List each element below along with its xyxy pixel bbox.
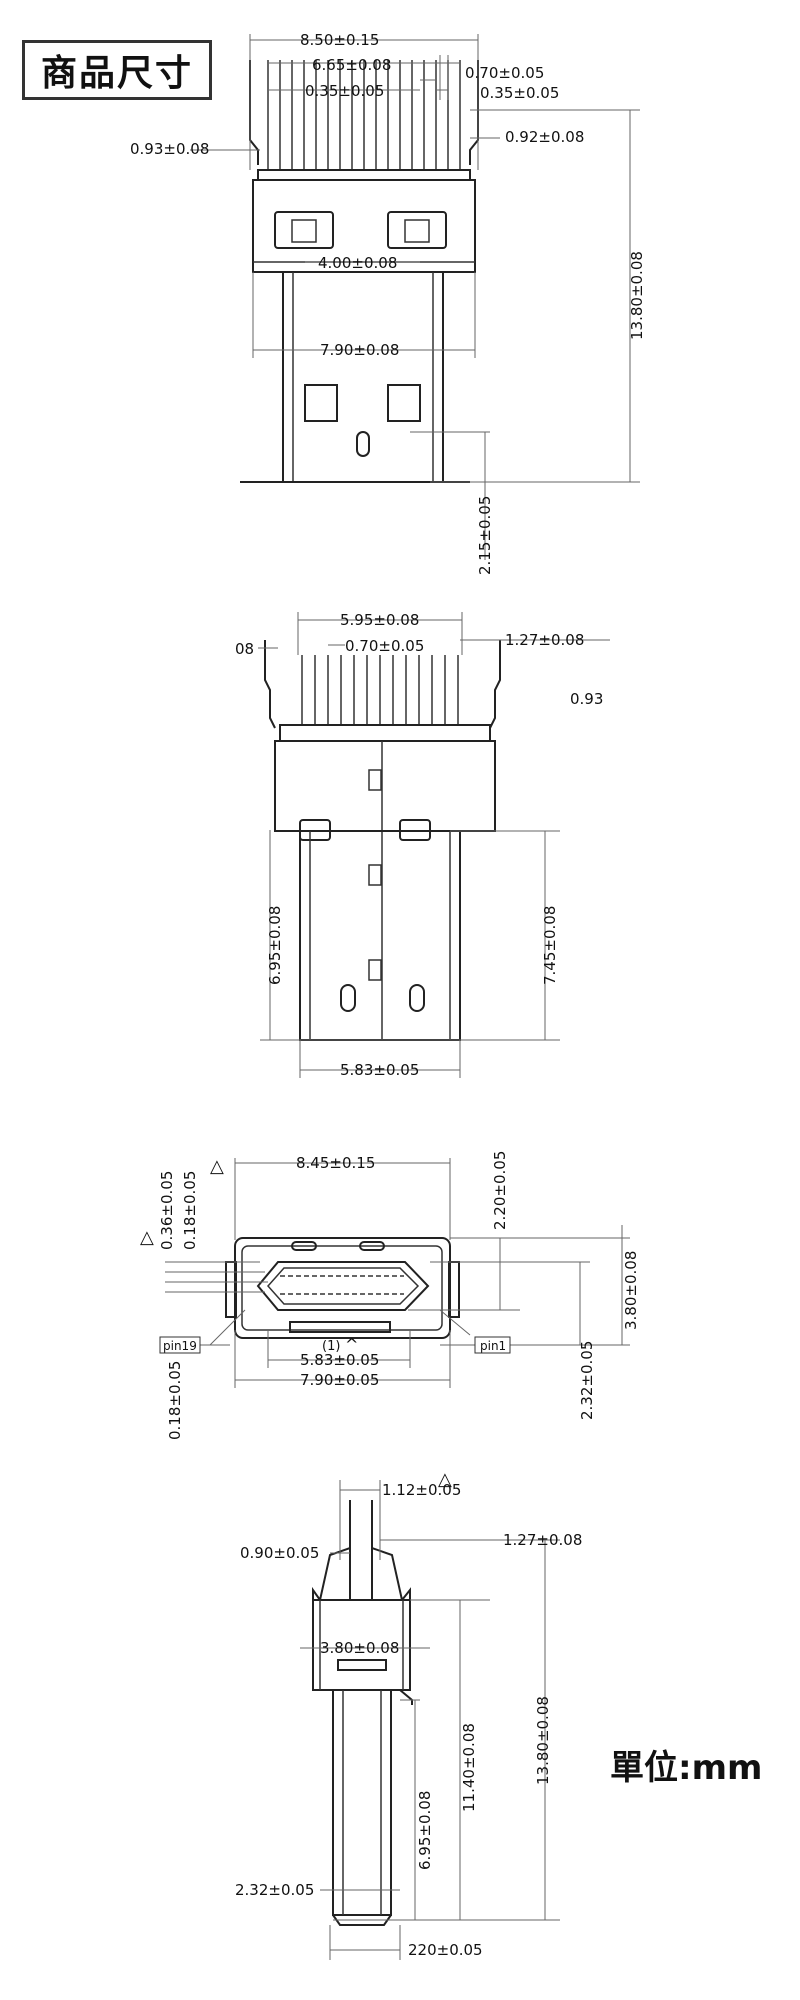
- view1-dim-6-65: 6.65±0.08: [312, 56, 391, 74]
- view4-dim-1-12: 1.12±0.05: [382, 1481, 461, 1499]
- view3-caret-mark: ^: [345, 1335, 358, 1354]
- view4-triangle-mark: △: [438, 1469, 452, 1490]
- view3-dim-5-83: 5.83±0.05: [300, 1351, 379, 1369]
- view3-triangle-mark-top: △: [210, 1156, 224, 1177]
- view1-window-left: [274, 211, 334, 249]
- view3-dim-0-18-top: 0.18±0.05: [181, 1171, 199, 1250]
- view4-side-view: 1.12±0.05 △ 0.90±0.05 1.27±0.08 3.80±0.0…: [235, 1469, 582, 1960]
- view3-mark-1: (1): [322, 1339, 340, 1354]
- view2-dimension-lines: [258, 612, 610, 1078]
- view1-dim-8-50: 8.50±0.15: [300, 31, 379, 49]
- view2-dim-1-27: 1.27±0.08: [505, 631, 584, 649]
- view3-dim-2-20: 2.20±0.05: [491, 1151, 509, 1230]
- view3-dimension-lines: [160, 1158, 630, 1388]
- view1-plug-hole-left: [304, 384, 338, 422]
- view1-dim-4-00: 4.00±0.08: [318, 254, 397, 272]
- view1-plug: [282, 271, 444, 483]
- view1-dim-0-35-left: 0.35±0.05: [305, 82, 384, 100]
- view1-dim-0-70: 0.70±0.05: [465, 64, 544, 82]
- view2-dim-08: 08: [235, 640, 254, 658]
- view3-dim-8-45: 8.45±0.15: [296, 1154, 375, 1172]
- view2-dim-0-70: 0.70±0.05: [345, 637, 424, 655]
- view4-dim-3-80: 3.80±0.08: [320, 1639, 399, 1657]
- view1-top-view: 8.50±0.15 6.65±0.08 0.35±0.05 0.70±0.05 …: [130, 31, 646, 575]
- view3-dim-7-90: 7.90±0.05: [300, 1371, 379, 1389]
- view2-dim-6-95: 6.95±0.08: [266, 906, 284, 985]
- view4-dim-1-27: 1.27±0.08: [503, 1531, 582, 1549]
- view3-front-view: 8.45±0.15 2.20±0.05 3.80±0.08 0.36±0.05 …: [140, 1151, 640, 1440]
- view1-dim-0-35-right: 0.35±0.05: [480, 84, 559, 102]
- view1-plug-hole-right: [387, 384, 421, 422]
- view2-bottom-view: 5.95±0.08 0.70±0.05 1.27±0.08 08 0.93 6.…: [235, 611, 610, 1079]
- view2-shell-body: [274, 740, 496, 832]
- view2-plug: [299, 830, 461, 1041]
- view4-dim-13-80: 13.80±0.08: [534, 1696, 552, 1785]
- view3-contacts: [280, 1275, 404, 1295]
- view4-dim-220: 220±0.05: [408, 1941, 483, 1959]
- view2-dim-5-95: 5.95±0.08: [340, 611, 419, 629]
- page-title: 商品尺寸: [22, 40, 212, 100]
- view3-triangle-mark-left: △: [140, 1227, 154, 1248]
- view4-dim-11-40: 11.40±0.08: [460, 1723, 478, 1812]
- view2-dim-5-83: 5.83±0.05: [340, 1061, 419, 1079]
- view1-dimension-lines: [190, 34, 640, 560]
- view3-plug-opening: [256, 1261, 430, 1311]
- view2-dim-0-93: 0.93: [570, 690, 603, 708]
- view3-dim-0-36: 0.36±0.05: [158, 1171, 176, 1250]
- unit-label: 單位:mm: [610, 1748, 763, 1788]
- view4-dimension-lines: [300, 1480, 560, 1960]
- view2-shell-top: [279, 724, 491, 742]
- view1-dim-0-92: 0.92±0.08: [505, 128, 584, 146]
- view4-plug: [332, 1689, 392, 1916]
- view1-plug-slot: [356, 431, 370, 457]
- view1-dim-0-93: 0.93±0.08: [130, 140, 209, 158]
- view3-pin19-label: pin19: [163, 1339, 197, 1353]
- view4-dim-0-90: 0.90±0.05: [240, 1544, 319, 1562]
- view1-dim-2-15: 2.15±0.05: [476, 496, 494, 575]
- view1-window-right: [387, 211, 447, 249]
- view2-dim-7-45: 7.45±0.08: [541, 906, 559, 985]
- view3-dim-2-32: 2.32±0.05: [578, 1341, 596, 1420]
- view3-dim-0-18-bottom: 0.18±0.05: [166, 1361, 184, 1440]
- view4-dim-6-95: 6.95±0.08: [416, 1791, 434, 1870]
- view1-dim-7-90: 7.90±0.08: [320, 341, 399, 359]
- view1-shell-top: [257, 169, 471, 181]
- view2-pins: [301, 655, 459, 725]
- view3-pin1-label: pin1: [480, 1339, 506, 1353]
- view4-dim-2-32: 2.32±0.05: [235, 1881, 314, 1899]
- view1-dim-13-80: 13.80±0.08: [628, 251, 646, 340]
- view3-dim-3-80: 3.80±0.08: [622, 1251, 640, 1330]
- view1-pins: [267, 60, 461, 170]
